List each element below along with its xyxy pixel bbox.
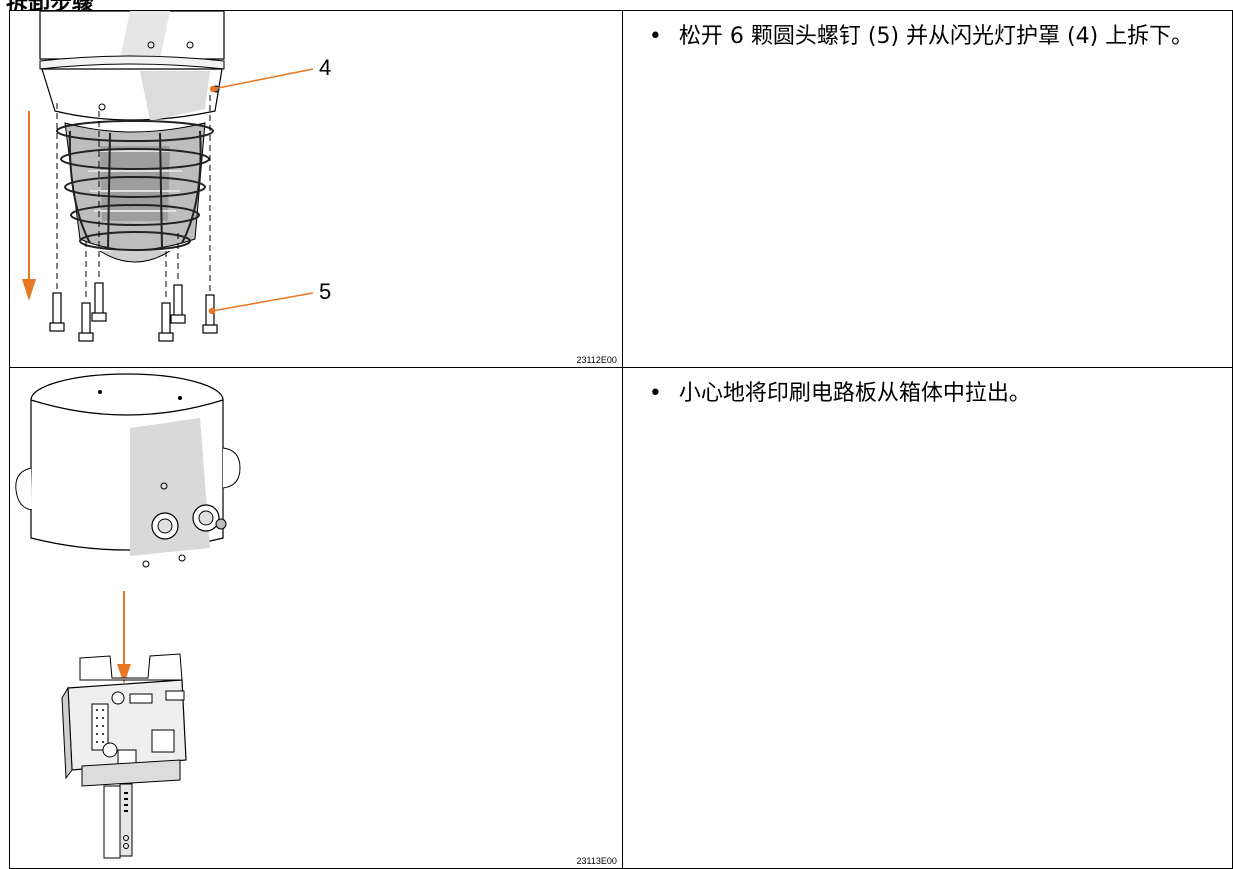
callout-5: 5 (319, 279, 331, 304)
beacon-disassembly-figure: 4 5 (22, 11, 331, 342)
step-item: • 松开 6 颗圆头螺钉 (5) 并从闪光灯护罩 (4) 上拆下。 (649, 23, 1226, 51)
header-clipped-title: 拆卸步骤 (0, 0, 220, 10)
bullet-icon: • (648, 381, 662, 406)
pcb-removal-figure (15, 373, 241, 859)
step-row: 4 5 23112E00 • 松开 6 颗圆头螺钉 (5) 并从闪光灯护罩 (4… (9, 10, 1233, 368)
instruction-cell: • 小心地将印刷电路板从箱体中拉出。 (621, 367, 1233, 869)
step-item: • 小心地将印刷电路板从箱体中拉出。 (649, 380, 1226, 408)
arrow-down-icon (22, 111, 36, 301)
header-title-fragment: 拆卸步骤 (6, 0, 94, 10)
step-text: 松开 6 颗圆头螺钉 (5) 并从闪光灯护罩 (4) 上拆下。 (678, 24, 1194, 49)
figure-code: 23113E00 (576, 856, 617, 866)
figure-cell: 23113E00 (9, 367, 623, 869)
step-text: 小心地将印刷电路板从箱体中拉出。 (678, 381, 1031, 406)
instruction-table: 4 5 23112E00 • 松开 6 颗圆头螺钉 (5) 并从闪光灯护罩 (4… (9, 10, 1233, 869)
figure-code: 23112E00 (576, 355, 617, 365)
callout-4: 4 (319, 55, 331, 80)
figure-cell: 4 5 23112E00 (9, 10, 623, 368)
screw-icon (49, 282, 218, 342)
bullet-icon: • (648, 24, 662, 49)
step-row: 23113E00 • 小心地将印刷电路板从箱体中拉出。 (9, 367, 1233, 869)
instruction-cell: • 松开 6 颗圆头螺钉 (5) 并从闪光灯护罩 (4) 上拆下。 (621, 10, 1233, 368)
arrow-down-icon (117, 591, 131, 684)
